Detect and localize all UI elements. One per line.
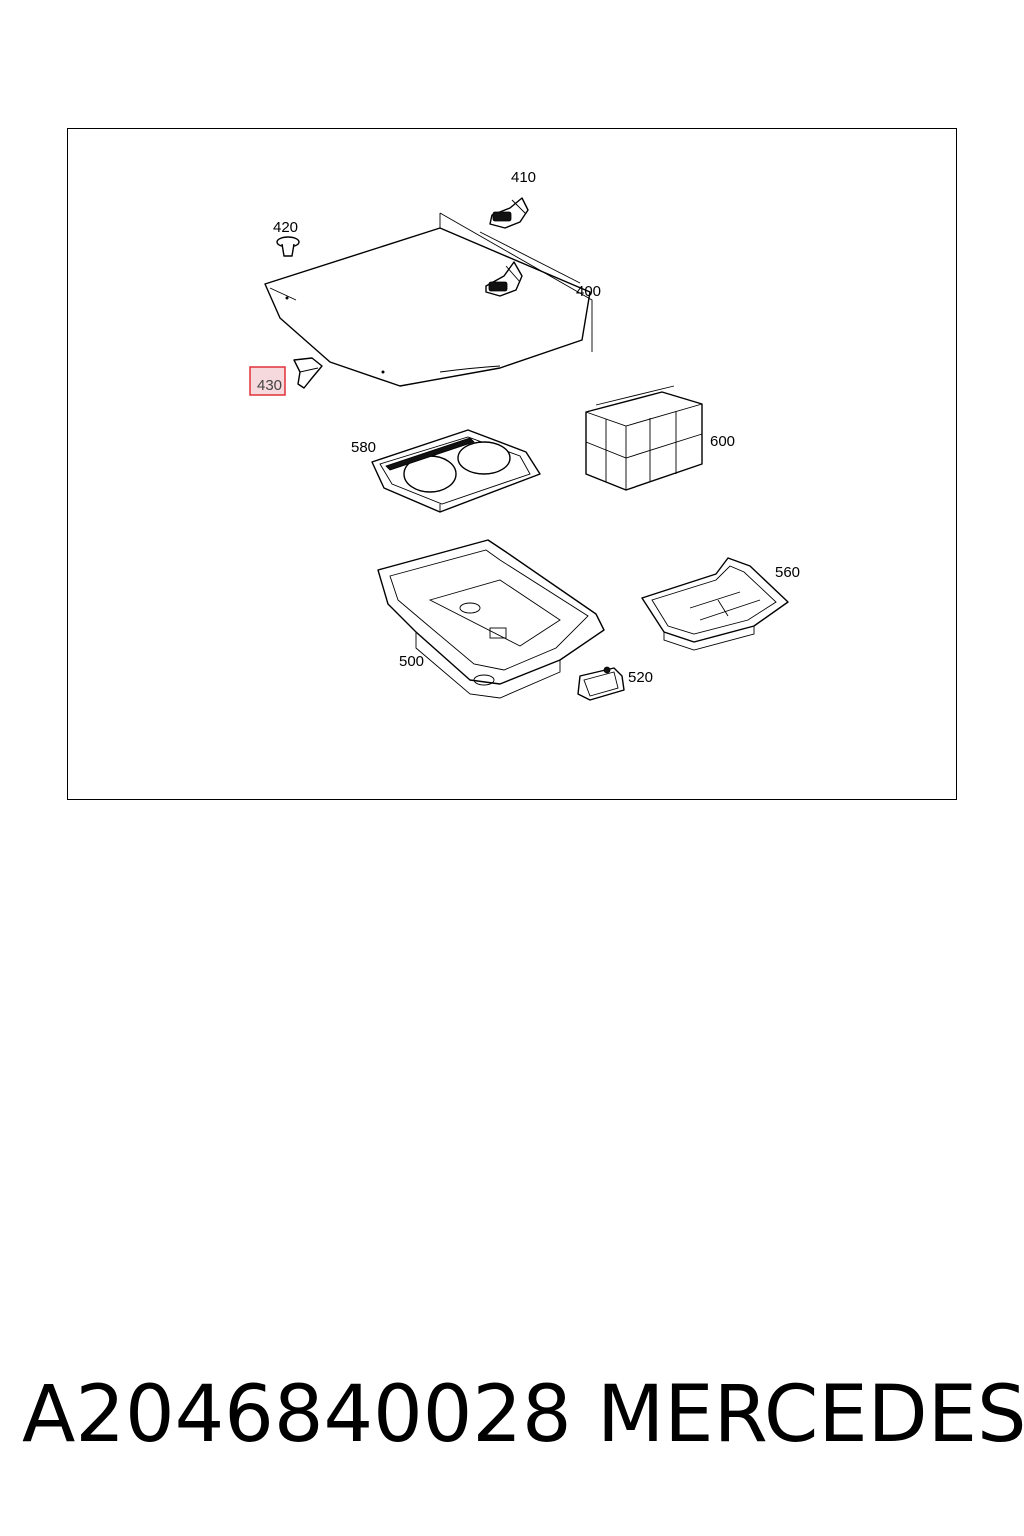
callout-430-highlight [249,366,286,396]
callout-430: 430 [257,377,282,394]
part-500-storage-tub [377,539,605,699]
part-600-crate [585,385,703,491]
part-410-handle-lower [485,261,523,297]
part-420-clip [276,236,300,257]
callout-410: 410 [511,169,536,186]
part-410-handle [489,197,529,229]
exploded-parts-diagram: 410 420 400 430 580 600 560 500 520 [249,169,800,701]
part-430-bracket [293,357,323,389]
part-400-floor-panel [264,212,593,387]
part-560-tool-tray [641,557,789,651]
part-580-tray-insert [371,429,541,513]
callout-420: 420 [273,219,298,236]
part-number: A2046840028 [22,1370,572,1460]
callout-560: 560 [775,564,800,581]
callout-600: 600 [710,433,735,450]
callout-580: 580 [351,439,376,456]
caption-bar: A2046840028 MERCEDES [0,1370,1024,1470]
part-520-cover [577,666,625,701]
brand-name: MERCEDES [597,1370,1024,1460]
callout-400: 400 [576,283,601,300]
callout-520: 520 [628,669,653,686]
callout-500: 500 [399,653,424,670]
